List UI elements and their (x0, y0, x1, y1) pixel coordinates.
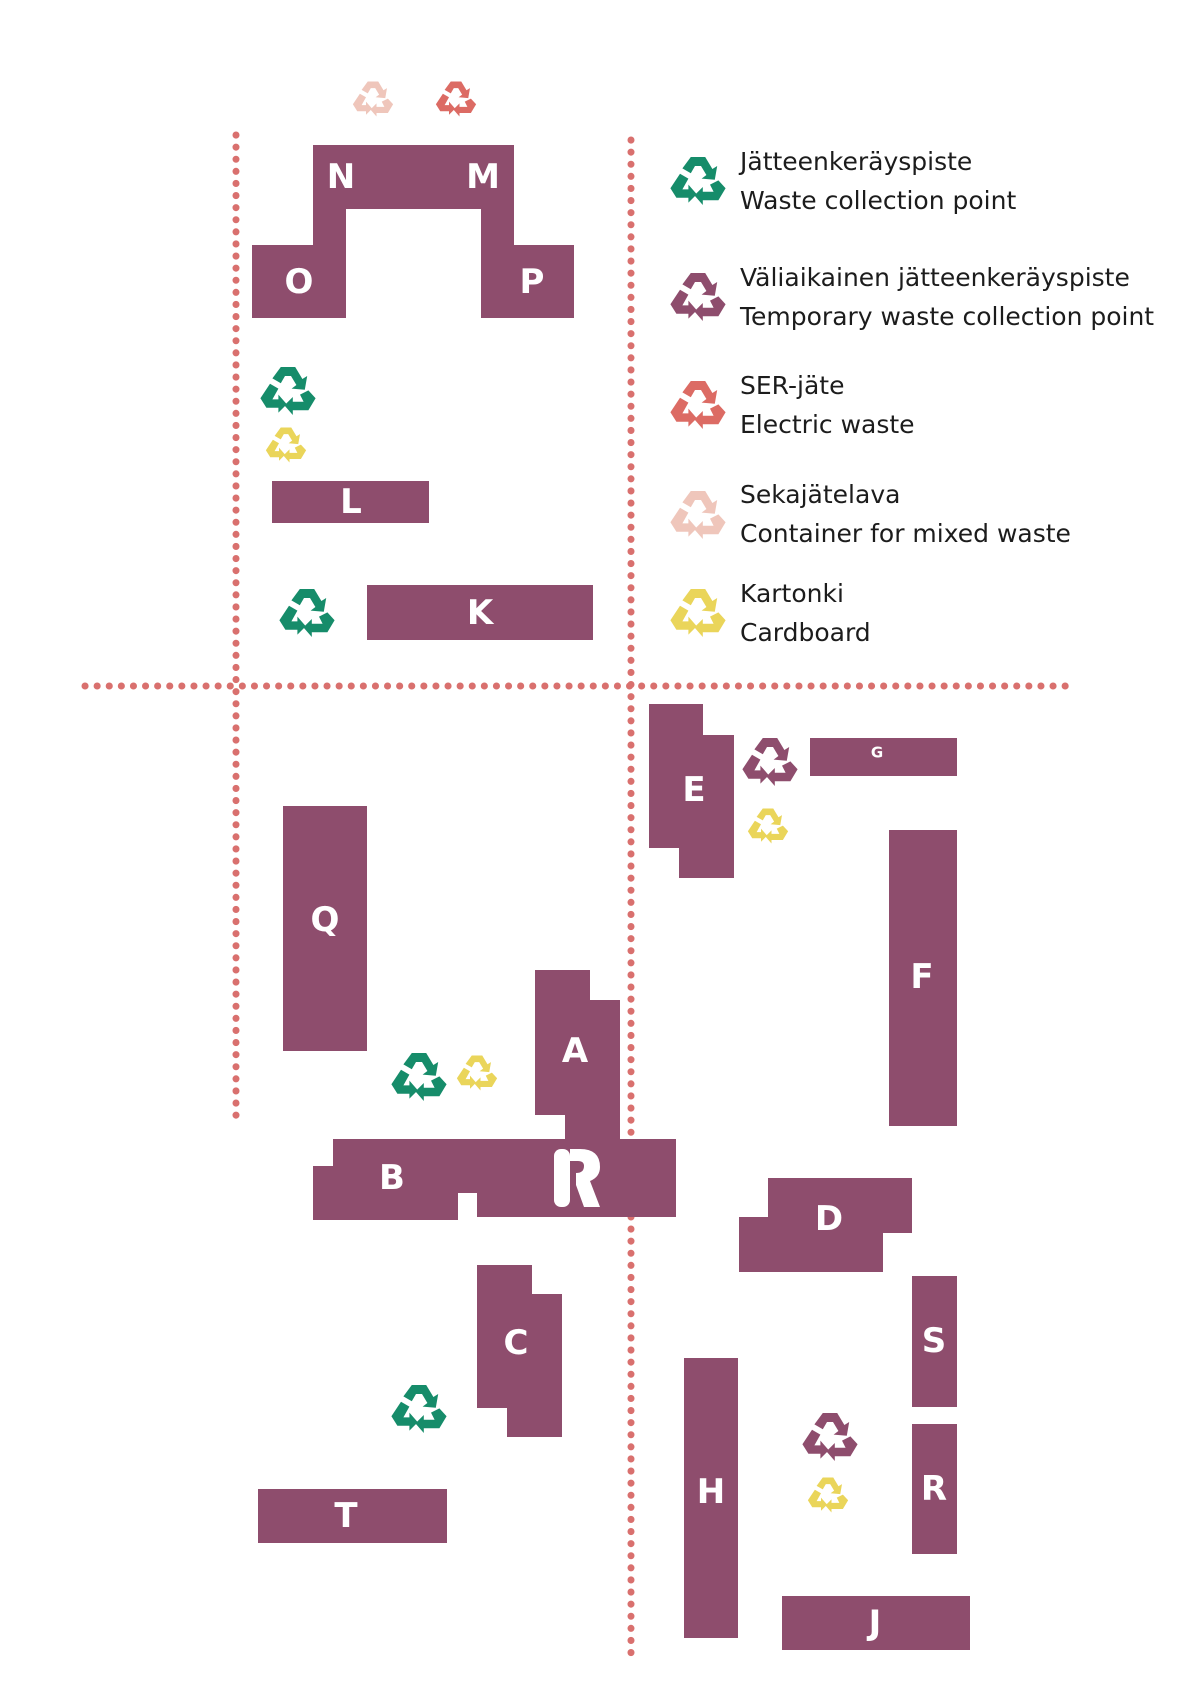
building-g[interactable] (810, 738, 957, 776)
building-r[interactable] (912, 1424, 957, 1554)
building-d-wing (739, 1217, 883, 1272)
recycle-yellow-icon[interactable] (455, 1052, 499, 1094)
recycle-purple-icon[interactable] (740, 733, 800, 791)
building-a-wing (565, 1000, 620, 1140)
building-b-wing (313, 1166, 458, 1220)
building-j[interactable] (782, 1596, 970, 1650)
recycle-green-icon[interactable] (258, 362, 318, 420)
building-label-g: G (870, 743, 884, 762)
legend-label-fi: Kartonki (740, 579, 844, 608)
recycle-purple-icon (668, 268, 728, 326)
recycle-yellow-icon (668, 584, 728, 642)
building-label-a: A (561, 1031, 589, 1071)
recycle-green-icon[interactable] (389, 1380, 449, 1438)
recycle-green-icon[interactable] (389, 1048, 449, 1106)
building-label-l: L (340, 482, 362, 522)
legend-label-en: Electric waste (740, 410, 915, 439)
building-label-d: D (814, 1199, 844, 1239)
building-q[interactable] (283, 806, 367, 1051)
building-label-e: E (682, 770, 706, 810)
building-e-wing (679, 735, 734, 878)
building-h[interactable] (684, 1358, 738, 1638)
building-c-wing (507, 1294, 562, 1437)
building-s[interactable] (912, 1276, 957, 1407)
building-label-c: C (503, 1323, 529, 1363)
legend-label-fi: Jätteenkeräyspiste (740, 147, 973, 176)
building-label-f: F (910, 957, 934, 997)
legend-item-cardboard: Kartonki Cardboard (740, 574, 871, 652)
building-f[interactable] (889, 830, 957, 1126)
recycle-yellow-icon[interactable] (264, 424, 308, 466)
building-label-r: R (920, 1469, 948, 1509)
legend-label-en: Waste collection point (740, 186, 1017, 215)
building-o[interactable] (252, 245, 346, 318)
legend-label-en: Container for mixed waste (740, 519, 1071, 548)
building-label-j: J (868, 1603, 882, 1643)
legend-item-electric-waste: SER-jäte Electric waste (740, 366, 915, 444)
legend-label-fi: Väliaikainen jätteenkeräyspiste (740, 263, 1130, 292)
building-label-t: T (334, 1496, 358, 1536)
recycle-green-icon[interactable] (277, 584, 337, 642)
recycle-purple-icon[interactable] (800, 1408, 860, 1466)
building-nmop-top (313, 145, 514, 209)
building-k[interactable] (367, 585, 593, 640)
legend-item-mixed-waste: Sekajätelava Container for mixed waste (740, 475, 1071, 553)
school-logo-icon (554, 1149, 600, 1207)
recycle-yellow-icon[interactable] (746, 805, 790, 847)
building-nmop-right-leg (481, 205, 514, 245)
building-label-b: B (379, 1158, 405, 1198)
building-label-n: N (326, 157, 356, 197)
building-t[interactable] (258, 1489, 447, 1543)
legend-item-temporary-waste-collection: Väliaikainen jätteenkeräyspiste Temporar… (740, 258, 1154, 336)
recycle-yellow-icon[interactable] (806, 1474, 850, 1516)
recycle-red-icon[interactable] (434, 78, 478, 120)
building-l[interactable] (272, 481, 429, 523)
building-label-k: K (466, 593, 494, 633)
recycle-pink-icon (668, 486, 728, 544)
building-label-p: P (519, 262, 545, 302)
legend-label-fi: SER-jäte (740, 371, 845, 400)
legend-label-en: Cardboard (740, 618, 871, 647)
building-label-q: Q (310, 900, 340, 940)
recycle-pink-icon[interactable] (351, 78, 395, 120)
recycle-green-icon (668, 152, 728, 210)
building-label-o: O (284, 262, 314, 302)
building-label-s: S (921, 1321, 947, 1361)
building-p[interactable] (481, 245, 574, 318)
legend-item-waste-collection: Jätteenkeräyspiste Waste collection poin… (740, 142, 1016, 220)
recycle-red-icon (668, 376, 728, 434)
legend-label-fi: Sekajätelava (740, 480, 901, 509)
building-label-h: H (696, 1472, 726, 1512)
building-label-m: M (466, 157, 500, 197)
building-nmop-left-leg (313, 205, 346, 245)
legend-label-en: Temporary waste collection point (740, 302, 1155, 331)
